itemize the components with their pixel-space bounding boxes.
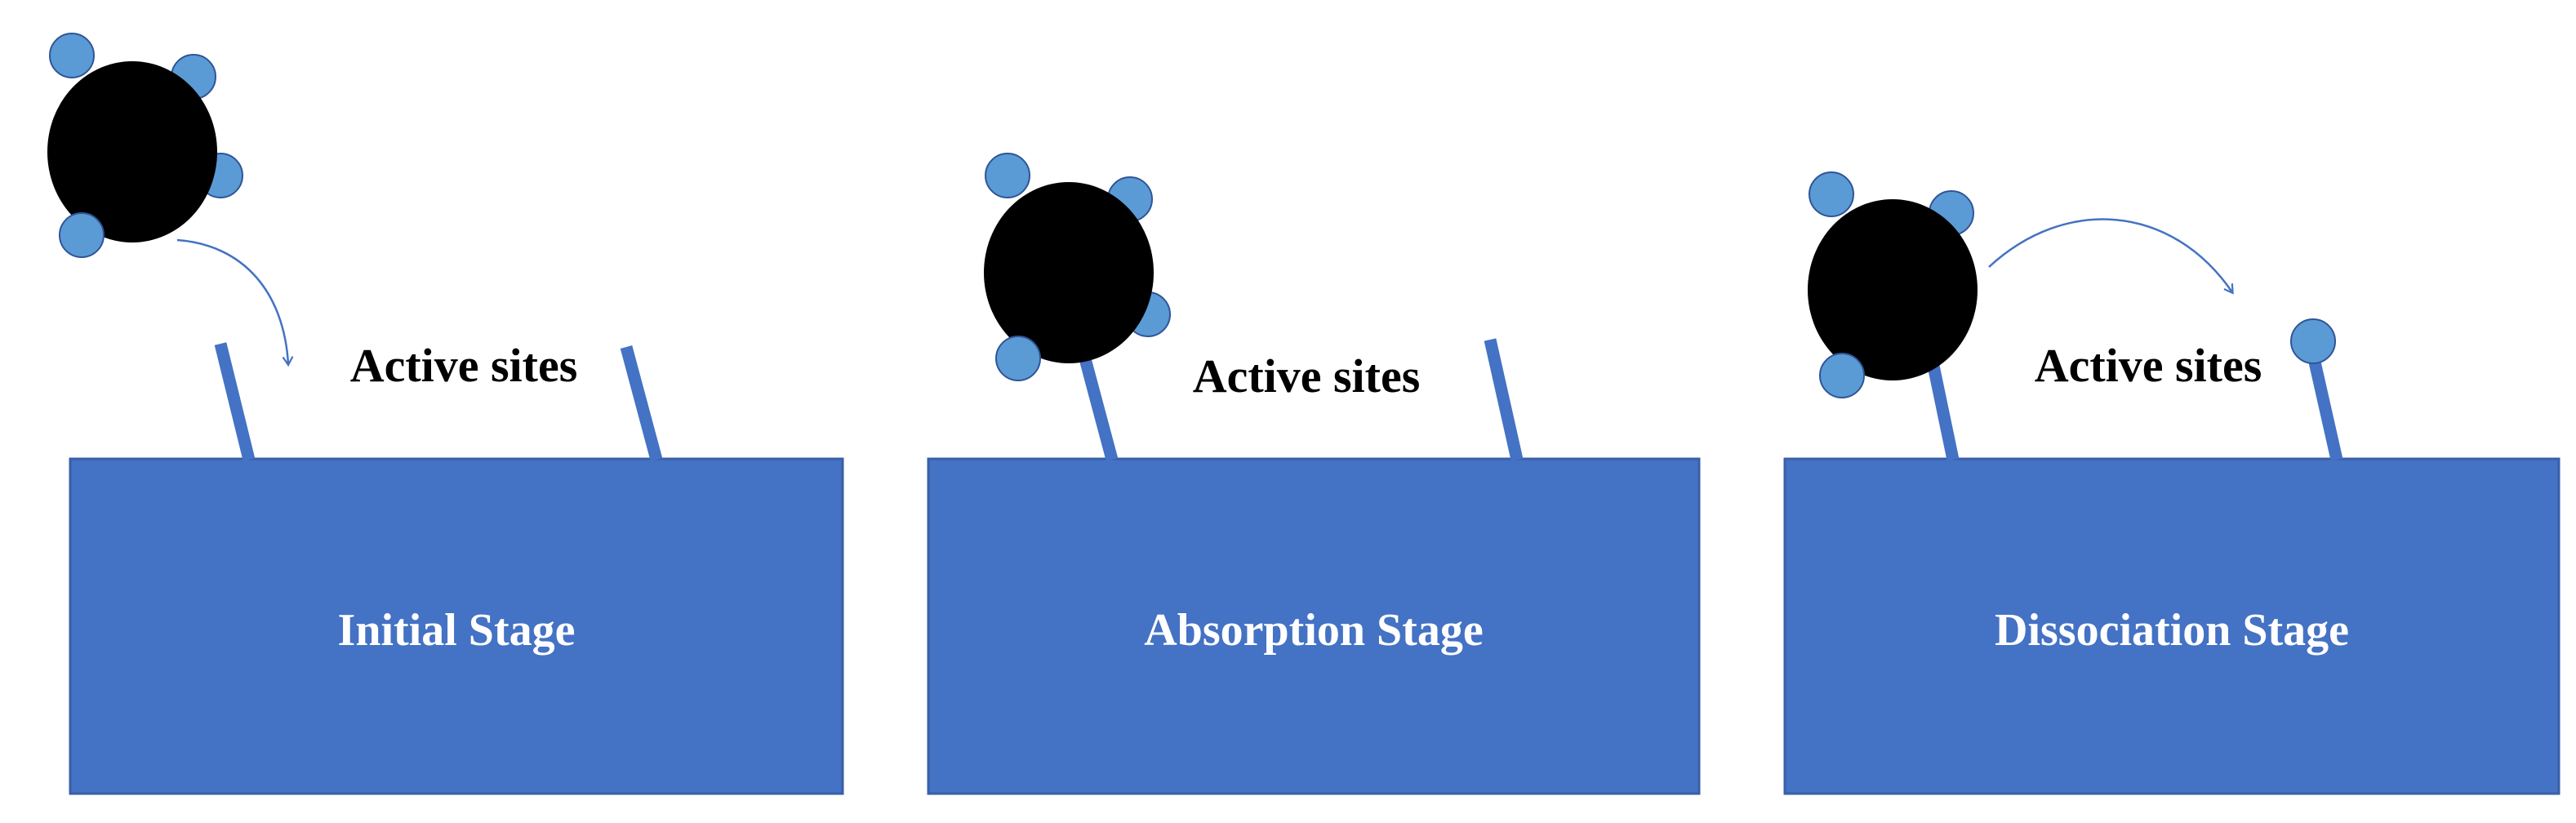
molecule-initial [47, 33, 243, 258]
panel-dissociation: Dissociation Stage Active sites [1783, 171, 2560, 795]
active-sites-label-dissociation: Active sites [2035, 339, 2262, 392]
molecule-absorption [984, 153, 1171, 381]
active-site-right-initial [620, 345, 663, 461]
active-site-bound-dissociation [1926, 360, 1960, 461]
molecule-core-icon [47, 61, 217, 242]
atom-icon [49, 33, 95, 78]
stage-label-dissociation: Dissociation Stage [1995, 605, 2349, 656]
molecule-dissociation [1808, 171, 1978, 398]
atom-icon [1819, 353, 1865, 398]
active-site-left-initial [214, 342, 256, 461]
panel-absorption: Absorption Stage Active sites [927, 153, 1701, 795]
atom-icon [995, 336, 1041, 381]
arrow-release [1988, 218, 2234, 295]
active-site-released-dissociation [2306, 349, 2343, 461]
active-site-bound-absorption [1077, 351, 1119, 461]
atom-icon [1809, 171, 1854, 217]
surface-block-initial [69, 457, 844, 795]
molecule-core-icon [984, 182, 1154, 363]
stage-label-absorption: Absorption Stage [1144, 605, 1483, 656]
active-site-right-absorption [1484, 338, 1524, 461]
arrow-approach [176, 238, 294, 367]
active-sites-label-initial: Active sites [350, 339, 578, 392]
panel-initial: Initial Stage Active sites [47, 33, 844, 795]
active-sites-label-absorption: Active sites [1193, 349, 1421, 403]
atom-icon [59, 212, 105, 258]
atom-icon [985, 153, 1030, 198]
stage-label-initial: Initial Stage [338, 605, 576, 656]
surface-block-dissociation [1783, 457, 2560, 795]
surface-block-absorption [927, 457, 1701, 795]
dissociated-atom-icon [2290, 318, 2336, 364]
molecule-core-icon [1808, 199, 1978, 380]
